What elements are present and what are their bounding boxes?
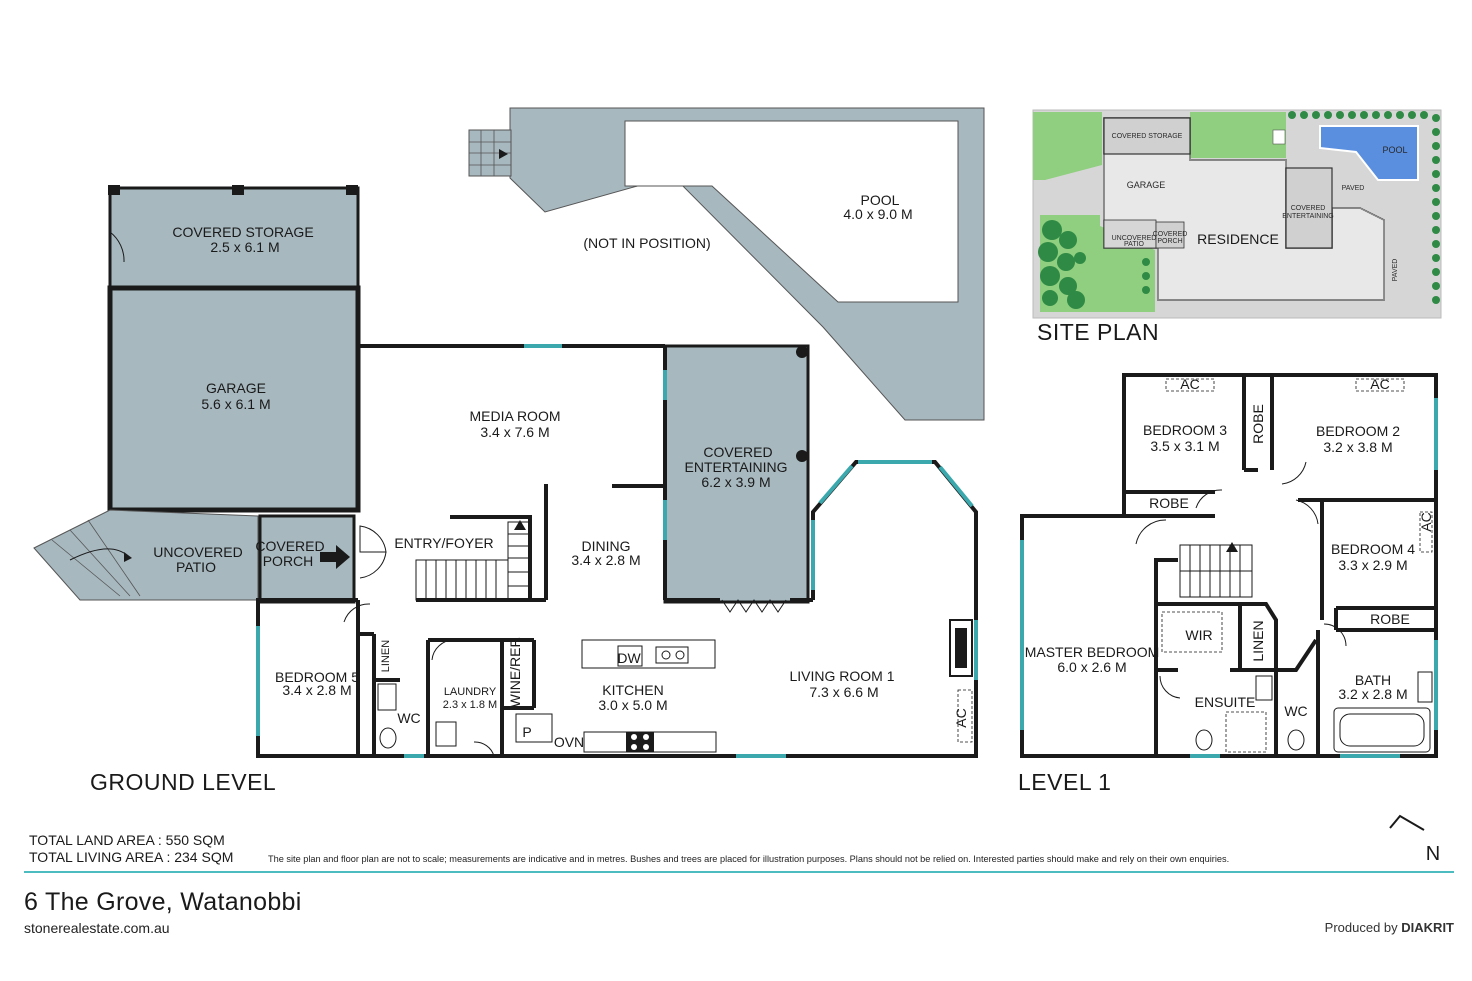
living-room-1-dims: 7.3 x 6.6 M xyxy=(809,684,878,700)
uncovered-patio-area xyxy=(33,509,259,601)
site-covered-ent-label-1: COVERED xyxy=(1291,205,1326,212)
site-covered-storage-label: COVERED STORAGE xyxy=(1112,133,1183,140)
bedroom-2-label: BEDROOM 2 xyxy=(1316,423,1400,439)
total-land-area: TOTAL LAND AREA : 550 SQM xyxy=(29,832,225,848)
ground-ac-label: AC xyxy=(953,708,969,727)
level-1-linen-label: LINEN xyxy=(1250,620,1266,661)
total-living-area: TOTAL LIVING AREA : 234 SQM xyxy=(29,849,234,865)
uncovered-patio-label-2: PATIO xyxy=(176,559,216,575)
dining-label: DINING xyxy=(582,538,631,554)
covered-entertaining-area xyxy=(663,344,810,604)
garage-dims: 5.6 x 6.1 M xyxy=(201,396,270,412)
site-plan-heading: SITE PLAN xyxy=(1037,319,1159,345)
wine-ref-label: WINE/REF. xyxy=(507,637,523,708)
bedroom-4-label: BEDROOM 4 xyxy=(1331,541,1415,557)
entry-foyer-label: ENTRY/FOYER xyxy=(394,535,493,551)
bedroom-3-dims: 3.5 x 3.1 M xyxy=(1150,438,1219,454)
master-bedroom-label: MASTER BEDROOM xyxy=(1025,644,1160,660)
level-1-wc-label: WC xyxy=(1284,703,1307,719)
ensuite-label: ENSUITE xyxy=(1195,694,1256,710)
entry-arrow-icon xyxy=(320,545,350,569)
bedroom-2-dims: 3.2 x 3.8 M xyxy=(1323,439,1392,455)
pool-label: POOL xyxy=(861,192,900,208)
bedroom-4-robe-label: ROBE xyxy=(1370,611,1410,627)
laundry-dims: 2.3 x 1.8 M xyxy=(443,699,497,711)
footer-divider xyxy=(24,871,1454,873)
bedroom-3-label: BEDROOM 3 xyxy=(1143,422,1227,438)
covered-porch-label-2: PORCH xyxy=(263,553,314,569)
master-bedroom-dims: 6.0 x 2.6 M xyxy=(1057,659,1126,675)
site-porch-label-2: PORCH xyxy=(1157,238,1182,245)
ground-level-heading: GROUND LEVEL xyxy=(90,769,276,795)
pool-deck xyxy=(468,107,985,421)
covered-storage-label: COVERED STORAGE xyxy=(172,224,313,240)
site-pool-label: POOL xyxy=(1382,145,1407,155)
bath-label: BATH xyxy=(1355,672,1391,688)
laundry-label: LAUNDRY xyxy=(444,686,497,698)
uncovered-patio-label-1: UNCOVERED xyxy=(153,544,242,560)
site-garage-label: GARAGE xyxy=(1127,180,1166,190)
level-1-stairs xyxy=(1179,544,1253,598)
covered-porch-label-1: COVERED xyxy=(255,538,324,554)
north-label: N xyxy=(1426,843,1440,865)
produced-by-credit: Produced by DIAKRIT xyxy=(1325,920,1454,935)
level-1-windows xyxy=(1020,398,1438,758)
bedroom-5-dims: 3.4 x 2.8 M xyxy=(282,682,351,698)
property-address: 6 The Grove, Watanobbi xyxy=(24,888,302,916)
site-residence-label: RESIDENCE xyxy=(1197,231,1279,247)
not-in-position-label: (NOT IN POSITION) xyxy=(583,235,710,251)
dining-dims: 3.4 x 2.8 M xyxy=(571,552,640,568)
disclaimer-text: The site plan and floor plan are not to … xyxy=(268,854,1230,864)
oven-label: OVN xyxy=(554,734,584,750)
ground-linen-label: LINEN xyxy=(380,640,392,672)
covered-entertaining-label-2: ENTERTAINING xyxy=(685,459,788,475)
north-arrow-icon xyxy=(1389,814,1425,831)
robe-vertical-label: ROBE xyxy=(1250,404,1266,444)
bedroom-2-ac-label: AC xyxy=(1370,376,1389,392)
bedroom-4-dims: 3.3 x 2.9 M xyxy=(1338,557,1407,573)
covered-storage-dims: 2.5 x 6.1 M xyxy=(210,239,279,255)
covered-entertaining-label-1: COVERED xyxy=(703,444,772,460)
ground-stairs xyxy=(415,521,531,601)
media-room-label: MEDIA ROOM xyxy=(469,408,560,424)
garage-label: GARAGE xyxy=(206,380,266,396)
ground-floor-windows xyxy=(256,344,978,758)
level-1-walls xyxy=(1020,373,1438,758)
garage-block xyxy=(107,185,361,513)
pantry-label: P xyxy=(522,724,531,740)
media-room-dims: 3.4 x 7.6 M xyxy=(480,424,549,440)
agency-website-link[interactable]: stonerealestate.com.au xyxy=(24,920,170,936)
bath-dims: 3.2 x 2.8 M xyxy=(1338,686,1407,702)
site-paved-label-2: PAVED xyxy=(1392,259,1399,282)
site-plan xyxy=(1032,109,1442,319)
produced-by-label: Produced by xyxy=(1324,920,1398,935)
producer-name: DIAKRIT xyxy=(1401,920,1454,935)
bedroom-4-ac-label: AC xyxy=(1418,512,1434,531)
covered-entertaining-dims: 6.2 x 3.9 M xyxy=(701,474,770,490)
site-paved-label-1: PAVED xyxy=(1342,185,1365,192)
living-room-1-label: LIVING ROOM 1 xyxy=(789,668,894,684)
wir-label: WIR xyxy=(1185,627,1212,643)
site-uncovered-label-2: PATIO xyxy=(1124,241,1145,248)
bedroom-3-robe-label: ROBE xyxy=(1149,495,1189,511)
site-uncovered-label-1: UNCOVERED xyxy=(1112,235,1157,242)
pool-dims: 4.0 x 9.0 M xyxy=(843,206,912,222)
ground-wc-label: WC xyxy=(397,710,420,726)
site-covered-ent-label-2: ENTERTAINING xyxy=(1282,213,1333,220)
bedroom-5-label: BEDROOM 5 xyxy=(275,669,359,685)
level-1-heading: LEVEL 1 xyxy=(1018,769,1111,795)
bedroom-3-ac-label: AC xyxy=(1180,376,1199,392)
kitchen-dims: 3.0 x 5.0 M xyxy=(598,697,667,713)
site-porch-label-1: COVERED xyxy=(1153,231,1188,238)
kitchen-label: KITCHEN xyxy=(602,682,663,698)
kitchen-island xyxy=(581,639,716,669)
dishwasher-label: DW xyxy=(617,650,641,666)
